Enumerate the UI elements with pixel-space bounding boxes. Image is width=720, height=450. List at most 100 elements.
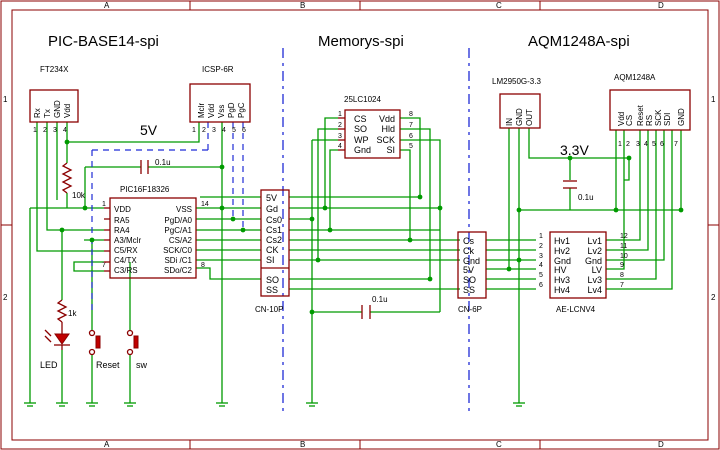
aqm-pin-number: 1 bbox=[618, 141, 622, 148]
cn10p-name: CN-10P bbox=[255, 305, 283, 314]
capacitor-regulator: 0.1u bbox=[563, 180, 594, 202]
cn10p-pin-cs0: Cs0 bbox=[266, 215, 282, 225]
border-col-b-top: B bbox=[300, 1, 305, 10]
icsp-pin-number: 6 bbox=[242, 127, 246, 134]
regulator-chip: LM2950G-3.3 IN GND OUT bbox=[492, 77, 541, 129]
section-title-aqm: AQM1248A-spi bbox=[528, 33, 630, 50]
icsp-pin-number: 3 bbox=[212, 127, 216, 134]
border-col-c-top: C bbox=[496, 1, 502, 10]
lcnv-pin-hv: HV bbox=[554, 265, 567, 275]
lcnv-pin-number: 7 bbox=[620, 282, 624, 289]
lcnv-pin-number: 3 bbox=[539, 253, 543, 260]
sw-switch[interactable]: sw bbox=[126, 329, 148, 371]
aqm-pin-number: 7 bbox=[674, 141, 678, 148]
pic-pin-number: 14 bbox=[201, 201, 209, 208]
ground-icon bbox=[24, 402, 36, 407]
icsp-pin-number: 4 bbox=[222, 127, 226, 134]
memory-pin-cs: CS bbox=[354, 114, 367, 124]
resistor-1k: 1k bbox=[56, 299, 77, 323]
pic-pin-c4: C4/TX bbox=[114, 256, 137, 265]
level-converter: Hv1 Hv2 Gnd HV Hv3 Hv4 Lv1 Lv2 Gnd LV Lv… bbox=[539, 231, 628, 314]
pic-chip: PIC16F18326 VDD RA5 RA4 A3/Mclr C5/RX C4… bbox=[102, 185, 209, 279]
pic-pin-cs: CS/A2 bbox=[169, 236, 193, 245]
icsp-pin-number: 5 bbox=[232, 127, 236, 134]
pic-pin-number: 8 bbox=[201, 262, 205, 269]
aqm-pin-number: 5 bbox=[652, 141, 656, 148]
icsp-pin-number: 1 bbox=[192, 127, 196, 134]
section-title-memory: Memorys-spi bbox=[318, 33, 404, 50]
ft234x-name: FT234X bbox=[40, 65, 69, 74]
memory-pin-hld: Hld bbox=[381, 124, 395, 134]
regulator-pin-out: OUT bbox=[525, 109, 534, 126]
cn6p-name: CN-6P bbox=[458, 305, 482, 314]
pic-pin-ra4: RA4 bbox=[114, 226, 130, 235]
lcnv-pin-number: 10 bbox=[620, 253, 628, 260]
memory-pin-number: 1 bbox=[338, 111, 342, 118]
ground-icon bbox=[56, 402, 68, 407]
lcnv-pin-lv2: Lv2 bbox=[587, 246, 602, 256]
cn6p-pin-ck: Ck bbox=[463, 246, 474, 256]
lcnv-pin-gnd-right: Gnd bbox=[585, 256, 602, 266]
lcnv-pin-number: 12 bbox=[620, 233, 628, 240]
cn10p-pin-si: SI bbox=[266, 255, 275, 265]
icsp-pin-pgd: PgD bbox=[227, 102, 236, 118]
ft234x-pin-number: 3 bbox=[53, 127, 57, 134]
ft234x-pin-number: 1 bbox=[33, 127, 37, 134]
ft234x-module: FT234X Rx Tx GND Vdd 1 2 3 4 bbox=[29, 65, 79, 134]
pic-pin-vss: VSS bbox=[176, 205, 192, 214]
border-row-2-right: 2 bbox=[711, 293, 716, 302]
cn6p-pin-ss: SS bbox=[463, 285, 475, 295]
pic-pin-pgd: PgD/A0 bbox=[164, 216, 192, 225]
ft234x-pin-vdd: Vdd bbox=[63, 104, 72, 118]
icsp-name: ICSP-6R bbox=[202, 65, 234, 74]
label-5v: 5V bbox=[140, 122, 158, 138]
icsp-pin-vdd: Vdd bbox=[207, 104, 216, 118]
pic-pin-sdo: SDo/C2 bbox=[164, 266, 193, 275]
cn10p-pin-ck: CK bbox=[266, 245, 279, 255]
lcnv-pin-hv1: Hv1 bbox=[554, 236, 570, 246]
section-title-pic: PIC-BASE14-spi bbox=[48, 33, 159, 50]
label-3v3: 3.3V bbox=[560, 142, 589, 158]
lcnv-pin-number: 1 bbox=[539, 233, 543, 240]
reset-switch[interactable]: Reset bbox=[88, 329, 121, 371]
resistor-10k: 10k bbox=[61, 162, 86, 200]
pic-pin-vdd: VDD bbox=[114, 205, 131, 214]
border-col-d-top: D bbox=[658, 1, 664, 10]
memory-pin-number: 5 bbox=[409, 143, 413, 150]
memory-chip: 25LC1024 CS SO WP Gnd Vdd Hld SCK SI 1 2… bbox=[338, 95, 413, 159]
reset-label: Reset bbox=[96, 360, 120, 370]
aqm-pin-rs: RS bbox=[645, 115, 654, 126]
memory-pin-gnd: Gnd bbox=[354, 145, 371, 155]
pic-pin-number: 7 bbox=[102, 262, 106, 269]
aqm-pin-gnd: GND bbox=[677, 108, 686, 126]
memory-pin-number: 3 bbox=[338, 133, 342, 140]
memory-name: 25LC1024 bbox=[344, 95, 381, 104]
aqm-pin-sck: SCK bbox=[654, 109, 663, 126]
memory-pin-so: SO bbox=[354, 124, 367, 134]
regulator-name: LM2950G-3.3 bbox=[492, 77, 541, 86]
cn10p-pin-cs1: Cs1 bbox=[266, 225, 282, 235]
pic-pin-ra5: RA5 bbox=[114, 216, 130, 225]
lcnv-pin-hv4: Hv4 bbox=[554, 285, 570, 295]
lcnv-pin-lv: LV bbox=[592, 265, 602, 275]
memory-pin-sck: SCK bbox=[376, 135, 395, 145]
led-label: LED bbox=[40, 360, 58, 370]
lcnv-pin-number: 6 bbox=[539, 282, 543, 289]
lcnv-pin-number: 9 bbox=[620, 262, 624, 269]
regulator-pin-gnd: GND bbox=[515, 108, 524, 126]
cn6p-pin-5v: 5V bbox=[463, 265, 474, 275]
resistor-10k-value: 10k bbox=[72, 191, 86, 200]
aqm-name: AQM1248A bbox=[614, 73, 656, 82]
border-col-b-bottom: B bbox=[300, 440, 305, 449]
cn10p-pin-so: SO bbox=[266, 275, 279, 285]
aqm-pin-sdi: SDI bbox=[663, 113, 672, 126]
lcnv-pin-hv3: Hv3 bbox=[554, 275, 570, 285]
wires bbox=[29, 117, 682, 403]
ft234x-pin-rx: Rx bbox=[33, 108, 42, 118]
cn10p-pin-5v: 5V bbox=[266, 193, 277, 203]
border-col-c-bottom: C bbox=[496, 440, 502, 449]
cn6p-pin-gnd: Gnd bbox=[463, 256, 480, 266]
border-col-a-bottom: A bbox=[104, 440, 110, 449]
